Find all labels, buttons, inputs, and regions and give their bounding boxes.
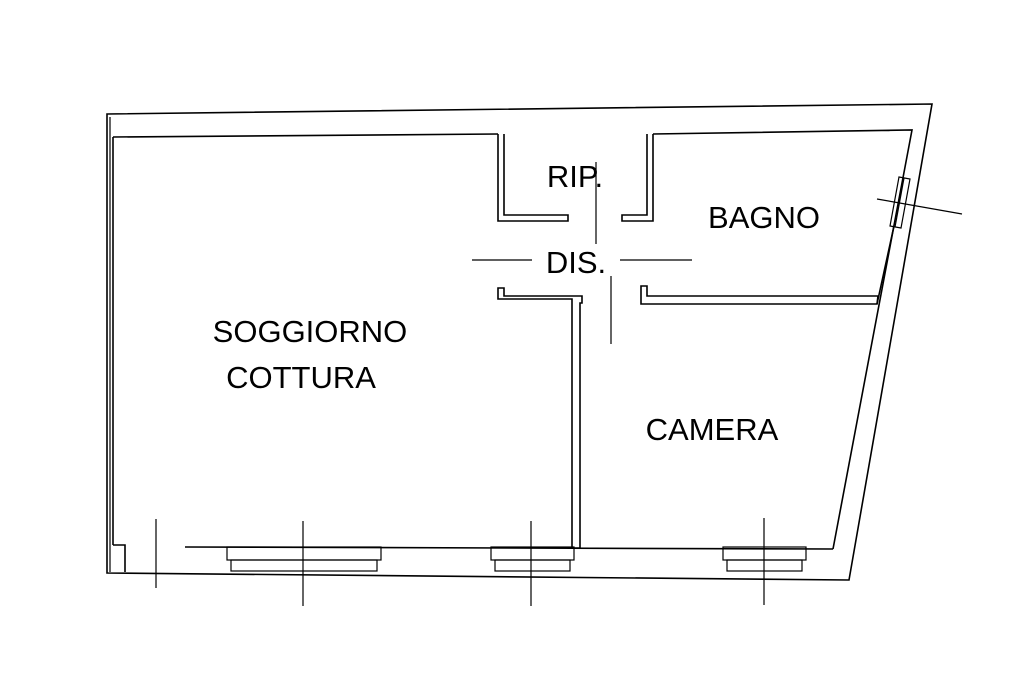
window-center: [490, 546, 575, 572]
label-soggiorno-line2: COTTURA: [226, 360, 376, 395]
window-bagno-frame: [889, 176, 911, 229]
label-soggiorno-line1: SOGGIORNO: [213, 314, 408, 349]
bagno-camera-wall: [640, 285, 879, 305]
inner-wall-top-right: [652, 129, 913, 550]
label-bagno: BAGNO: [708, 200, 820, 235]
label-ripostiglio: RIP.: [547, 159, 603, 194]
window-bagno-pane: [894, 177, 905, 228]
partitions: [497, 134, 895, 549]
room-labels: SOGGIORNO COTTURA RIP. DIS. BAGNO CAMERA: [213, 159, 820, 447]
window-center-frame: [494, 559, 571, 572]
bagno-side-wall: [876, 225, 895, 305]
window-soggiorno-frame: [230, 559, 378, 572]
window-soggiorno: [226, 546, 382, 572]
rip-right-wall: [621, 134, 654, 222]
soggiorno-camera-wall: [497, 287, 583, 549]
axis-lines: [155, 162, 963, 606]
window-soggiorno-sill: [226, 546, 382, 561]
inner-wall-top-left: [112, 133, 499, 138]
outer-wall-outline: [106, 103, 933, 581]
window-bagno: [889, 176, 911, 229]
rip-left-wall: [497, 134, 569, 222]
window-camera-frame: [726, 559, 803, 572]
window-camera: [722, 546, 807, 572]
label-camera: CAMERA: [646, 412, 779, 447]
windows: [226, 176, 911, 572]
corner-detail-bottom-left: [113, 544, 126, 572]
bagno-window-axis: [876, 198, 963, 215]
label-disimpegno: DIS.: [546, 245, 606, 280]
